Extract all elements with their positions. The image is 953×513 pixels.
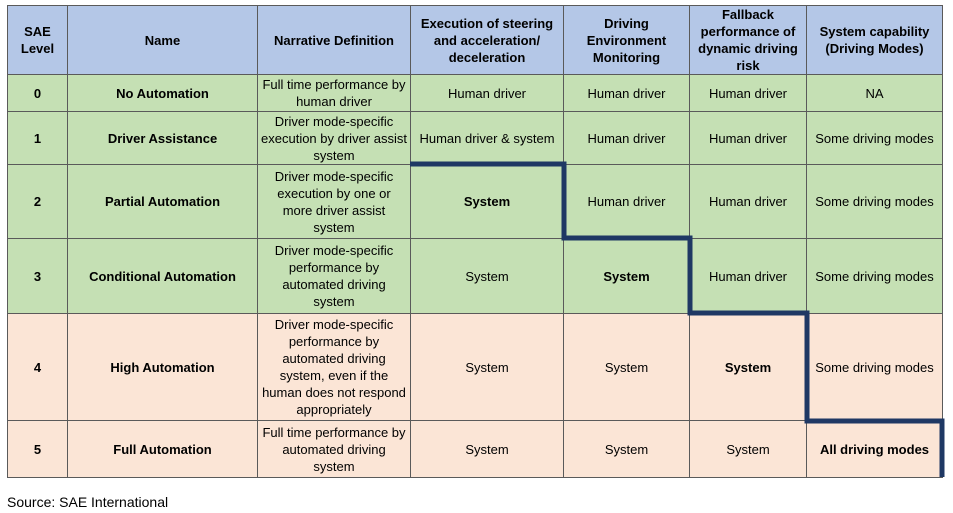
header-monitoring: Driving Environment Monitoring (563, 5, 690, 75)
fallback-cell: Human driver (689, 164, 807, 239)
narrative-cell: Full time performance by human driver (257, 74, 411, 112)
monitoring-cell: System (563, 313, 690, 421)
monitoring-cell: Human driver (563, 164, 690, 239)
level-cell: 2 (7, 164, 68, 239)
capability-cell: NA (806, 74, 943, 112)
fallback-cell: System (689, 313, 807, 421)
header-row: SAE Level Name Narrative Definition Exec… (7, 5, 943, 75)
table-row: 0 No Automation Full time performance by… (7, 74, 943, 112)
source-caption: Source: SAE International (7, 494, 169, 510)
execution-cell: System (410, 313, 564, 421)
table-row: 4 High Automation Driver mode-specific p… (7, 313, 943, 421)
execution-cell: System (410, 164, 564, 239)
narrative-cell: Driver mode-specific performance by auto… (257, 238, 411, 314)
fallback-cell: Human driver (689, 74, 807, 112)
execution-cell: System (410, 420, 564, 478)
monitoring-cell: Human driver (563, 111, 690, 165)
level-cell: 0 (7, 74, 68, 112)
level-cell: 3 (7, 238, 68, 314)
capability-cell: Some driving modes (806, 313, 943, 421)
level-cell: 4 (7, 313, 68, 421)
capability-cell: Some driving modes (806, 164, 943, 239)
fallback-cell: Human driver (689, 238, 807, 314)
name-cell: No Automation (67, 74, 258, 112)
header-narrative-definition: Narrative Definition (257, 5, 411, 75)
header-fallback: Fallback performance of dynamic driving … (689, 5, 807, 75)
narrative-cell: Full time performance by automated drivi… (257, 420, 411, 478)
sae-levels-table: SAE Level Name Narrative Definition Exec… (7, 5, 943, 478)
fallback-cell: Human driver (689, 111, 807, 165)
fallback-cell: System (689, 420, 807, 478)
name-cell: Driver Assistance (67, 111, 258, 165)
header-system-capability: System capability (Driving Modes) (806, 5, 943, 75)
table-row: 5 Full Automation Full time performance … (7, 420, 943, 478)
execution-cell: Human driver (410, 74, 564, 112)
header-name: Name (67, 5, 258, 75)
monitoring-cell: Human driver (563, 74, 690, 112)
name-cell: Partial Automation (67, 164, 258, 239)
name-cell: High Automation (67, 313, 258, 421)
table-row: 1 Driver Assistance Driver mode-specific… (7, 111, 943, 165)
header-execution: Execution of steering and acceleration/ … (410, 5, 564, 75)
capability-cell: All driving modes (806, 420, 943, 478)
header-sae-level: SAE Level (7, 5, 68, 75)
narrative-cell: Driver mode-specific execution by one or… (257, 164, 411, 239)
narrative-cell: Driver mode-specific execution by driver… (257, 111, 411, 165)
monitoring-cell: System (563, 238, 690, 314)
name-cell: Full Automation (67, 420, 258, 478)
table-row: 3 Conditional Automation Driver mode-spe… (7, 238, 943, 314)
level-cell: 5 (7, 420, 68, 478)
narrative-cell: Driver mode-specific performance by auto… (257, 313, 411, 421)
execution-cell: Human driver & system (410, 111, 564, 165)
execution-cell: System (410, 238, 564, 314)
table-row: 2 Partial Automation Driver mode-specifi… (7, 164, 943, 239)
level-cell: 1 (7, 111, 68, 165)
capability-cell: Some driving modes (806, 238, 943, 314)
name-cell: Conditional Automation (67, 238, 258, 314)
capability-cell: Some driving modes (806, 111, 943, 165)
monitoring-cell: System (563, 420, 690, 478)
